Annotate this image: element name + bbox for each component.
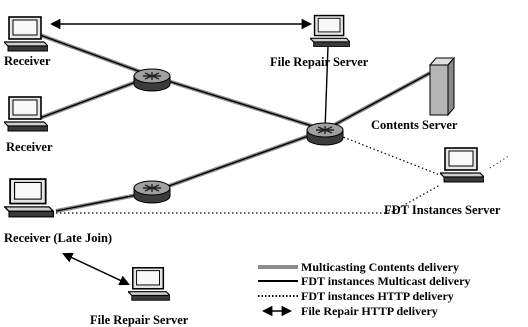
legend-swatches xyxy=(258,265,298,317)
receiver-label: Receiver xyxy=(6,140,53,154)
receiver-label: Receiver xyxy=(4,54,51,68)
router-icon xyxy=(133,180,171,204)
computer-icon xyxy=(128,266,170,302)
server-tower-icon xyxy=(428,56,456,117)
double-arrow-icon xyxy=(62,252,130,286)
file-repair-http-arrows xyxy=(49,18,313,286)
contents-server-label: Contents Server xyxy=(371,118,458,132)
computer-icon xyxy=(440,147,484,183)
legend-label-multicast-contents: Multicasting Contents delivery xyxy=(301,260,459,274)
computer-icon xyxy=(4,16,48,52)
receiver-late-join-label: Receiver (Late Join) xyxy=(4,231,113,245)
fdt-http-paths xyxy=(40,129,511,214)
router-icon xyxy=(306,122,344,146)
legend-label-file-repair-http: File Repair HTTP delivery xyxy=(301,304,438,318)
router-icon xyxy=(133,68,171,92)
computer-icon xyxy=(310,14,350,48)
legend-label-fdt-multicast: FDT instances Multicast delivery xyxy=(301,274,471,288)
computer-icon xyxy=(4,96,48,132)
computer-icon xyxy=(4,178,54,218)
file-repair-server-label: File Repair Server xyxy=(90,313,189,327)
legend-label-fdt-http: FDT instances HTTP delivery xyxy=(301,289,454,303)
file-repair-server-label: File Repair Server xyxy=(270,55,369,69)
fdt-instances-server-label: FDT Instances Server xyxy=(384,203,501,217)
